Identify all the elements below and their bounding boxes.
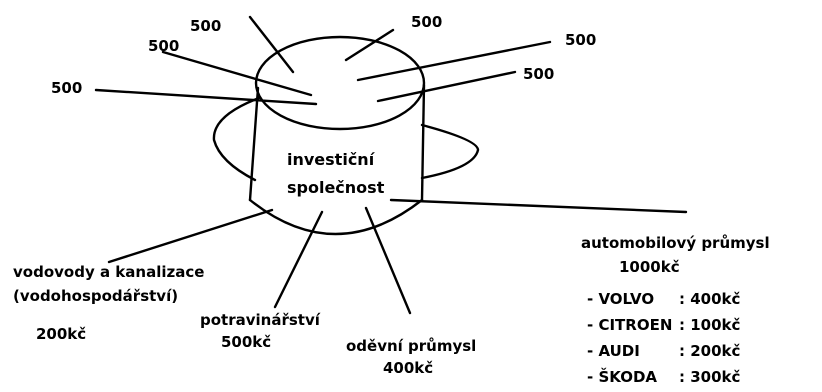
pot-right-wall: [420, 83, 426, 202]
contribution-label: 500: [565, 31, 596, 49]
pot-bottom-rim: [248, 198, 424, 236]
sector-water-name-line1: vodovody a kanalizace: [13, 263, 204, 281]
auto-item-value: : 200kč: [679, 342, 741, 360]
auto-item-brand: - CITROEN: [587, 316, 672, 334]
contribution-line: [376, 70, 517, 103]
investment-line-food: [273, 210, 324, 309]
auto-item-brand: - AUDI: [587, 342, 640, 360]
investment-lines: [107, 198, 688, 315]
sector-water-amount: 200kč: [36, 325, 86, 343]
contribution-label: 500: [411, 13, 442, 31]
sector-clothing-amount: 400kč: [383, 359, 433, 377]
contribution-labels: 500 500 500 500 500 500: [51, 13, 596, 97]
sector-food-amount: 500kč: [221, 333, 271, 351]
contribution-label: 500: [148, 37, 179, 55]
sector-clothing: oděvní průmysl 400kč: [346, 337, 476, 377]
contribution-label: 500: [51, 79, 82, 97]
contribution-lines: [94, 15, 552, 106]
sector-water-name-line2: (vodohospodářství): [13, 287, 178, 305]
investment-pot: [212, 35, 480, 236]
contribution-line: [161, 50, 313, 97]
sector-water: vodovody a kanalizace (vodohospodářství)…: [13, 263, 204, 343]
contribution-label: 500: [190, 17, 221, 35]
contribution-line: [94, 88, 318, 106]
investment-line-clothing: [364, 206, 412, 315]
contribution-line: [356, 40, 552, 82]
investment-company-label: investiční společnost: [287, 150, 385, 197]
auto-item-value: : 400kč: [679, 290, 741, 308]
investment-line-water: [107, 208, 274, 264]
sector-food: potravinářství 500kč: [200, 311, 321, 351]
investment-company-line1: investiční: [287, 150, 376, 169]
sector-clothing-name: oděvní průmysl: [346, 337, 476, 355]
contribution-line: [248, 15, 295, 74]
contribution-line: [344, 28, 395, 62]
auto-item-brand: - VOLVO: [587, 290, 654, 308]
investment-company-line2: společnost: [287, 178, 385, 197]
auto-item-brand: - ŠKODA: [587, 367, 657, 386]
contribution-label: 500: [523, 65, 554, 83]
auto-item-value: : 100kč: [679, 316, 741, 334]
sector-auto-name: automobilový průmysl: [581, 234, 770, 252]
auto-item-value: : 300kč: [679, 368, 741, 386]
pot-left-wall: [248, 86, 260, 202]
sector-auto-amount: 1000kč: [619, 258, 680, 276]
pot-top-rim: [254, 35, 426, 131]
sector-auto: automobilový průmysl 1000kč - VOLVO : 40…: [581, 234, 770, 386]
pot-right-handle: [420, 123, 480, 180]
investment-line-auto: [389, 198, 688, 214]
pot-left-handle: [212, 96, 261, 182]
sector-food-name: potravinářství: [200, 311, 321, 329]
